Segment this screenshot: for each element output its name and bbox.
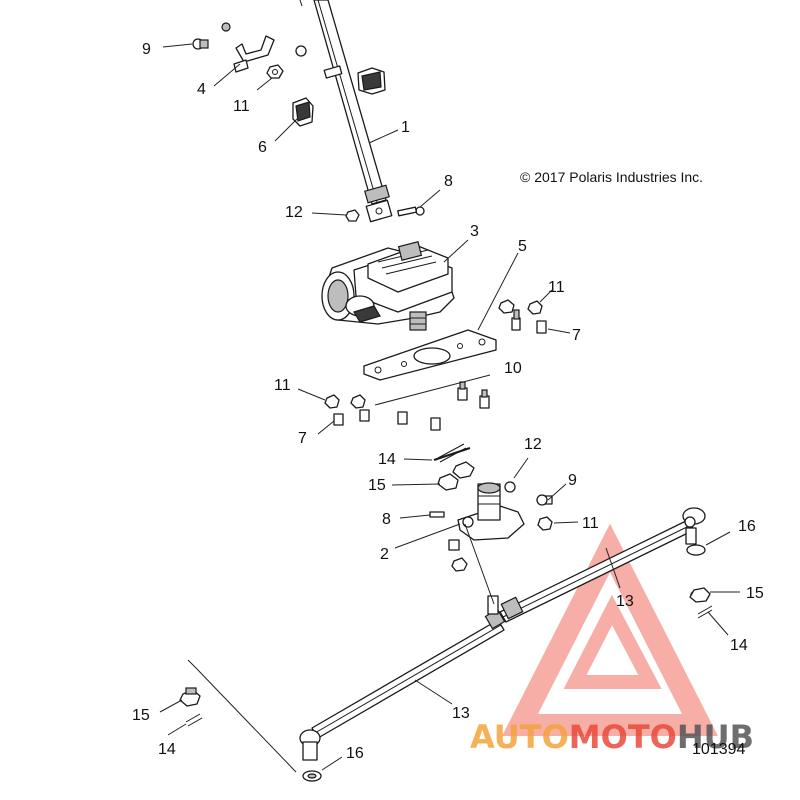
callout-12-upper: 12 — [285, 204, 303, 221]
bolt-10-2 — [479, 389, 490, 409]
callout-3: 3 — [470, 223, 479, 240]
callout-14-center: 14 — [378, 451, 396, 468]
callout-5: 5 — [518, 238, 527, 255]
nut-12-upper — [345, 209, 360, 222]
callout-15-left: 15 — [132, 707, 150, 724]
callout-9-center: 9 — [568, 472, 577, 489]
copyright-notice: © 2017 Polaris Industries Inc. — [520, 169, 703, 185]
bolt-8-upper — [397, 206, 425, 217]
callout-4: 4 — [197, 81, 206, 98]
steering-gearbox — [321, 241, 455, 331]
tie-rods — [299, 507, 706, 761]
watermark-logo: AUTOMOTOHUB — [470, 523, 754, 756]
callout-2: 2 — [380, 546, 389, 563]
plate-hardware — [324, 299, 547, 431]
callout-labels: 9 4 11 6 1 12 8 3 5 11 7 11 10 7 14 12 1… — [132, 41, 764, 762]
bolt-7-lower-4 — [430, 417, 441, 431]
bolt-7-right-1 — [511, 309, 521, 331]
callout-15-right: 15 — [746, 585, 764, 602]
callout-11-upper: 11 — [233, 98, 250, 115]
callout-13-left: 13 — [452, 705, 470, 722]
callout-8-upper: 8 — [444, 173, 453, 190]
leader-lines — [159, 43, 740, 773]
bolt-10-1 — [457, 381, 468, 401]
bolt-7-right-2 — [536, 320, 547, 334]
pitman-arm-assembly — [429, 447, 553, 572]
callout-14-right: 14 — [730, 637, 748, 654]
watermark-brand-c: HUB — [677, 718, 754, 756]
clamp-6 — [292, 97, 314, 127]
callout-15-center: 15 — [368, 477, 386, 494]
bolt-7-lower-2 — [359, 409, 370, 422]
figure-number: 101394 — [692, 741, 745, 758]
callout-14-left: 14 — [158, 741, 176, 758]
callout-12-center: 12 — [524, 436, 542, 453]
callout-16-right: 16 — [738, 518, 756, 535]
steering-shaft — [299, 0, 393, 223]
callout-16-left: 16 — [346, 745, 364, 762]
watermark-inner-triangle — [563, 594, 662, 689]
nut-11-upper — [266, 64, 284, 79]
mounting-plate — [363, 329, 497, 381]
upper-hardware — [192, 22, 425, 222]
svg-text:AUTOMOTOHUB: AUTOMOTOHUB — [470, 718, 754, 756]
callout-6: 6 — [258, 139, 267, 156]
clamp-upper-right — [357, 67, 386, 95]
clamp-bracket-4 — [233, 35, 275, 73]
callout-7-left: 7 — [298, 430, 307, 447]
callout-9-upper: 9 — [142, 41, 151, 58]
bolt-7-lower-3 — [397, 411, 408, 425]
callout-13-right: 13 — [616, 593, 634, 610]
bolt-7-lower-1 — [333, 413, 344, 426]
callout-1: 1 — [401, 119, 410, 136]
callout-11-center: 11 — [582, 515, 599, 532]
callout-7-right: 7 — [572, 327, 581, 344]
callout-8-center: 8 — [382, 511, 391, 528]
watermark-brand-a: AUTO — [470, 718, 569, 756]
watermark-triangle — [502, 523, 718, 736]
callout-11-right: 11 — [548, 279, 565, 296]
bolt-9-upper — [192, 38, 209, 50]
callout-11-left: 11 — [274, 377, 291, 394]
callout-10: 10 — [504, 360, 522, 377]
outer-hardware — [179, 443, 713, 782]
watermark-brand-b: MOTO — [569, 718, 677, 756]
